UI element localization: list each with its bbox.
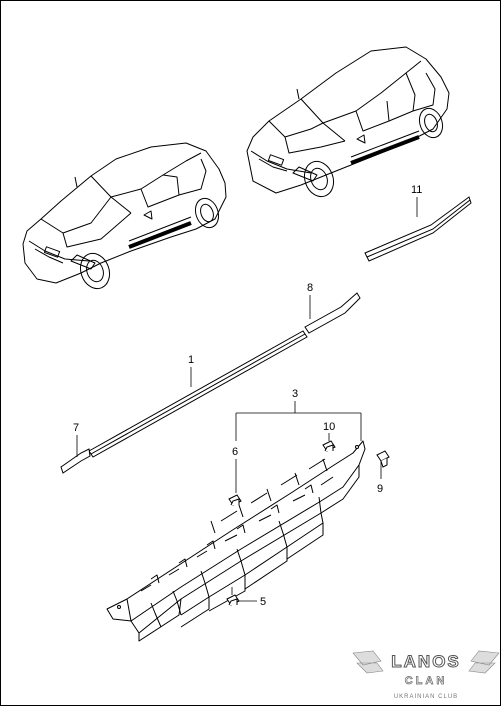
clip-part-5 — [226, 594, 240, 606]
callout-3: 3 — [292, 388, 298, 400]
molding-part-7 — [60, 448, 91, 474]
leader-3-bracket — [235, 401, 362, 441]
molding-part-11 — [364, 196, 472, 262]
clip-part-10 — [322, 440, 336, 452]
car-five-door — [246, 46, 450, 198]
callout-10: 10 — [323, 421, 335, 433]
logo-club-text: UKRAINIAN CLUB — [394, 694, 458, 700]
logo-main-text: LANOS — [391, 652, 461, 671]
callout-11: 11 — [411, 184, 422, 196]
molding-part-8 — [304, 292, 361, 334]
logo-sub-text: CLAN — [405, 675, 448, 687]
clip-part-9 — [376, 450, 390, 468]
clip-part-6 — [228, 494, 242, 506]
callout-8: 8 — [307, 282, 313, 294]
callout-9: 9 — [377, 483, 383, 495]
car-three-door — [22, 142, 227, 290]
side-sill-cover-part-3 — [106, 440, 366, 642]
callout-6: 6 — [232, 446, 238, 458]
callout-5: 5 — [260, 596, 266, 608]
callout-7: 7 — [73, 422, 79, 434]
lanos-clan-logo: LANOS CLAN UKRAINIAN CLUB — [352, 650, 500, 700]
molding-part-1 — [88, 330, 308, 458]
callout-1: 1 — [188, 354, 194, 366]
